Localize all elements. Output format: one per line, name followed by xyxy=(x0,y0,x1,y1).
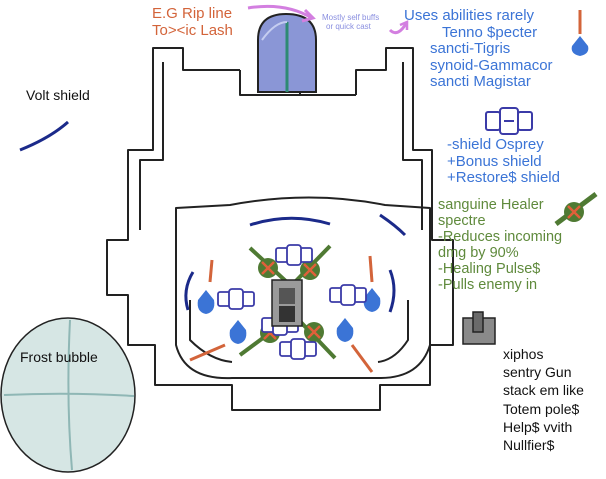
xiphos-line-3: stack em like xyxy=(503,382,584,399)
volt-shield-arc-icon xyxy=(379,213,407,237)
rip-line-note: E.G Rip line To><ic Lash xyxy=(152,5,233,39)
orange-staff xyxy=(208,259,214,283)
pink-arrow-icon xyxy=(301,8,316,23)
healer-line-3: -Reduces incoming xyxy=(438,228,563,245)
abilities-line-2: Tenno $pecter xyxy=(442,23,538,41)
osprey-drone-icon xyxy=(275,244,313,266)
xiphos-line-1: xiphos xyxy=(503,346,544,362)
xiphos-line-6: Nullfier$ xyxy=(503,436,555,453)
osprey-line-1: -shield Osprey xyxy=(447,136,544,153)
healer-spectre-icon xyxy=(554,192,598,226)
frost-bubble-label: Frost bubble xyxy=(20,349,98,365)
abilities-line-5: sancti Magistar xyxy=(430,73,531,90)
osprey-drone-icon xyxy=(279,338,317,360)
xiphos-turret-icon xyxy=(462,311,496,345)
volt-shield-arc-icon xyxy=(19,120,69,152)
xiphos-note: xiphos sentry Gun stack em like Totem po… xyxy=(503,345,584,454)
abilities-note: Uses abilities rarely Tenno $pecter sanc… xyxy=(404,7,553,91)
xiphos-line-2: sentry Gun xyxy=(503,364,572,381)
pink-arrow-icon xyxy=(388,21,409,35)
osprey-drone-icon xyxy=(217,288,255,310)
volt-shield-label: Volt shield xyxy=(26,87,90,103)
xiphos-line-5: Help$ vvith xyxy=(503,418,573,435)
volt-shield-arc-icon xyxy=(388,269,396,313)
volt-shield-arc-icon xyxy=(249,216,331,227)
healer-spectre-icon xyxy=(248,246,292,287)
healer-line-2: spectre xyxy=(438,212,486,229)
healer-line-4: dmg by 90% xyxy=(438,244,519,261)
rip-line-text: E.G Rip line xyxy=(152,5,233,22)
blue-spectre-icon xyxy=(229,320,247,344)
pink-arrow-icon xyxy=(399,20,409,30)
abilities-line-4: synoid-Gammacor xyxy=(430,56,553,74)
healer-line-1: sanguine Healer xyxy=(438,197,544,213)
orange-staff xyxy=(350,344,374,373)
self-buffs-note: Mostly self buffs or quick cast xyxy=(322,13,380,32)
blue-spectre-icon xyxy=(336,318,354,342)
blue-spectre-icon xyxy=(571,10,589,56)
self-buffs-line-1: Mostly self buffs xyxy=(322,13,380,22)
osprey-line-3: +Restore$ shield xyxy=(447,169,560,186)
toxic-lash-text: To><ic Lash xyxy=(152,21,233,39)
self-buffs-line-2: or quick cast xyxy=(326,21,371,31)
osprey-line-2: +Bonus shield xyxy=(447,152,542,170)
xiphos-line-4: Totem pole$ xyxy=(503,400,580,417)
healer-note: sanguine Healer spectre -Reduces incomin… xyxy=(438,197,563,294)
healer-spectre-icon xyxy=(290,244,332,287)
blue-spectre-icon xyxy=(197,290,215,314)
osprey-drone-icon xyxy=(485,107,533,135)
abilities-line-3: sancti-Tigris xyxy=(430,40,511,57)
frost-bubble-icon xyxy=(0,317,136,473)
orange-staff xyxy=(368,255,374,283)
volt-shield-arc-icon xyxy=(184,271,195,311)
orange-staff xyxy=(189,343,226,362)
osprey-drone-icon xyxy=(329,284,367,306)
door-capsule xyxy=(257,12,317,93)
healer-line-6: -Pulls enemy in xyxy=(438,276,538,293)
osprey-note: -shield Osprey +Bonus shield +Restore$ s… xyxy=(447,136,560,187)
room-outline xyxy=(106,47,454,411)
xiphos-turret-icon xyxy=(271,279,303,327)
healer-line-5: -Healing Pulse$ xyxy=(438,260,541,277)
blue-spectre-icon xyxy=(363,288,381,312)
pink-arrow-icon xyxy=(247,4,313,20)
abilities-line-1: Uses abilities rarely xyxy=(404,7,535,24)
